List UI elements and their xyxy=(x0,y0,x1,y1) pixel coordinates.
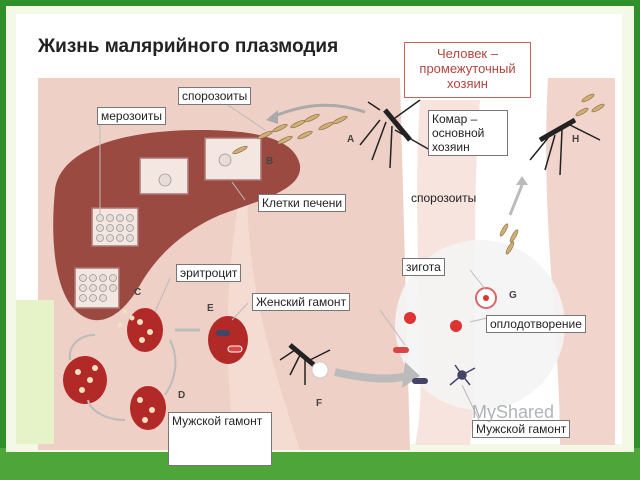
label-male-gamont-left: Мужской гамонт xyxy=(168,412,272,466)
label-erythrocyte: эритроцит xyxy=(176,264,242,282)
gametocyte-female-in-rbc xyxy=(227,345,243,353)
stage-letter-f: F xyxy=(316,398,323,409)
arrow-cycle-1 xyxy=(164,339,177,396)
stage-letter-b: B xyxy=(266,156,274,167)
microgametes xyxy=(449,364,476,386)
label-mosquito-main-host: Комар – основной хозяин xyxy=(428,110,508,156)
label-fertilization: оплодотворение xyxy=(486,315,586,333)
sporozoite-arrow xyxy=(269,103,366,120)
watermark: MyShared xyxy=(472,402,555,422)
female-gamete xyxy=(404,312,416,324)
big-arrowhead xyxy=(402,362,420,388)
stage-letter-g: G xyxy=(509,290,517,301)
stage-letter-h: H xyxy=(572,134,580,145)
fertilized-gamete xyxy=(450,320,462,332)
gametocyte-male-in-rbc xyxy=(216,330,230,336)
skin-fold xyxy=(227,140,300,450)
label-male-gamont-right: Мужской гамонт xyxy=(472,420,571,438)
red-blood-cells xyxy=(63,308,248,430)
sporozoites-in-stomach xyxy=(499,223,519,255)
label-sporozoites-top: спорозоиты xyxy=(178,87,252,105)
label-sporozoites-right: спорозоиты xyxy=(411,191,477,205)
arrow-to-mosquito-h xyxy=(508,184,524,216)
liver-cell-b xyxy=(204,137,262,181)
stage-letter-c: C xyxy=(134,287,142,298)
liver-cell-dots xyxy=(79,153,232,302)
label-merozoites: мерозоиты xyxy=(97,107,167,125)
mosquito-midgut xyxy=(311,361,329,379)
human-intermediate-host-box: Человек – промежуточный хозяин xyxy=(404,42,531,98)
sporozoite-arrowhead xyxy=(266,110,278,124)
stage-letter-a: A xyxy=(347,134,355,145)
stage-letter-d: D xyxy=(178,390,186,401)
label-liver-cells: Клетки печени xyxy=(258,194,347,212)
label-female-gamont: Женский гамонт xyxy=(252,293,351,311)
label-zygote: зигота xyxy=(402,258,445,276)
stage-letter-e: E xyxy=(207,303,214,314)
sporozoite-stream xyxy=(232,113,348,155)
male-gametocyte xyxy=(412,378,428,384)
arrowhead-h xyxy=(516,176,528,185)
arrow-cycle-2 xyxy=(87,399,126,421)
grass-strip xyxy=(0,448,640,480)
left-green-patch xyxy=(16,300,54,444)
arrow-cycle-3 xyxy=(68,334,96,361)
merozoite-dots xyxy=(75,319,155,423)
free-merozoites xyxy=(117,309,135,328)
page-title: Жизнь малярийного плазмодия xyxy=(38,36,339,57)
label-leader-lines xyxy=(99,102,488,423)
human-skin-right xyxy=(546,78,615,445)
zygote-nucleus xyxy=(483,295,489,301)
mosquito-a xyxy=(359,99,431,169)
mosquito-stomach-circle xyxy=(395,240,565,410)
female-gametocyte xyxy=(393,347,409,353)
sporozoites-h xyxy=(575,93,605,117)
mosquito-h xyxy=(529,117,601,176)
